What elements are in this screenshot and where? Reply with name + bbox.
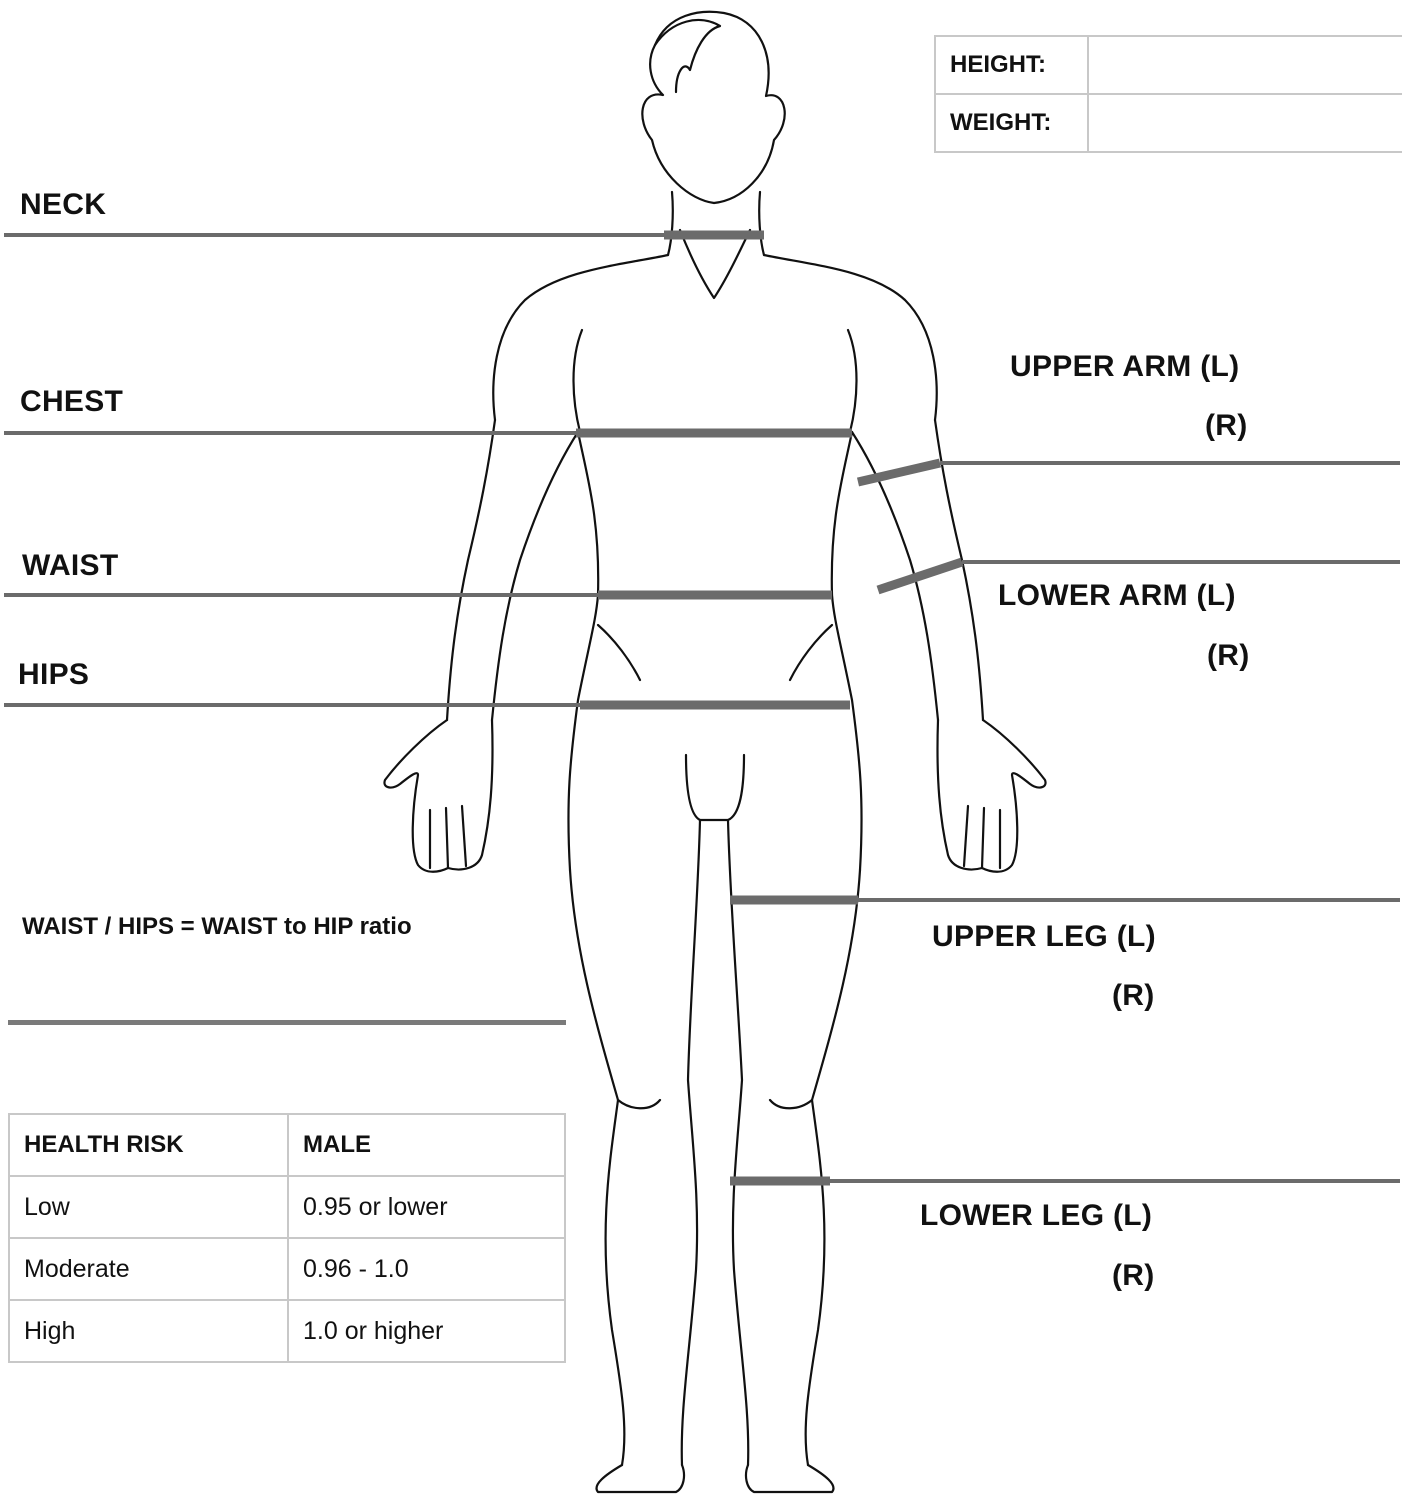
health-risk-table: HEALTH RISK MALE Low 0.95 or lower Moder… <box>8 1113 566 1363</box>
right-leg-outer <box>806 870 860 1465</box>
left-fingers <box>430 806 466 868</box>
height-row: HEIGHT: <box>935 36 1402 94</box>
left-arm-outer <box>447 420 495 720</box>
upper-leg-left-label: UPPER LEG (L) <box>932 922 1156 952</box>
left-leg-inner <box>682 820 700 1465</box>
hips-label: HIPS <box>18 660 89 690</box>
left-hand <box>384 720 492 872</box>
head-outline <box>642 12 784 203</box>
height-label: HEIGHT: <box>935 36 1088 94</box>
risk-level: Low <box>9 1176 288 1238</box>
chest-outline <box>574 330 857 432</box>
left-arm-inner <box>492 432 578 720</box>
ratio-answer-line[interactable] <box>8 1020 566 1025</box>
lower-arm-band <box>878 562 962 590</box>
height-field[interactable] <box>1088 36 1402 94</box>
risk-range: 1.0 or higher <box>288 1300 565 1362</box>
ratio-formula: WAIST / HIPS = WAIST to HIP ratio <box>22 913 412 941</box>
risk-header-row: HEALTH RISK MALE <box>9 1114 565 1176</box>
lower-arm-right-label: (R) <box>1207 641 1250 671</box>
risk-level: Moderate <box>9 1238 288 1300</box>
weight-row: WEIGHT: <box>935 94 1402 152</box>
risk-level: High <box>9 1300 288 1362</box>
right-hand <box>937 720 1045 872</box>
risk-range: 0.96 - 1.0 <box>288 1238 565 1300</box>
left-foot <box>597 1465 684 1492</box>
weight-field[interactable] <box>1088 94 1402 152</box>
chest-label: CHEST <box>20 387 123 417</box>
table-row: Low 0.95 or lower <box>9 1176 565 1238</box>
upper-arm-left-label: UPPER ARM (L) <box>1010 352 1239 382</box>
knee-lines <box>618 1100 812 1108</box>
right-leg-inner <box>728 820 748 1465</box>
upper-leg-right-label: (R) <box>1112 981 1155 1011</box>
upper-arm-right-label: (R) <box>1205 411 1248 441</box>
right-fingers <box>964 806 1000 868</box>
male-header: MALE <box>288 1114 565 1176</box>
lower-leg-left-label: LOWER LEG (L) <box>920 1201 1152 1231</box>
health-risk-header: HEALTH RISK <box>9 1114 288 1176</box>
left-shoulder <box>493 255 668 420</box>
abs-lines <box>598 625 832 680</box>
right-foot <box>746 1465 833 1492</box>
collar-v <box>680 230 750 298</box>
waist-label: WAIST <box>22 551 119 581</box>
risk-range: 0.95 or lower <box>288 1176 565 1238</box>
torso-right <box>832 432 862 870</box>
table-row: High 1.0 or higher <box>9 1300 565 1362</box>
lower-arm-left-label: LOWER ARM (L) <box>998 581 1236 611</box>
neck-outline <box>668 192 764 255</box>
height-weight-table: HEIGHT: WEIGHT: <box>934 35 1402 153</box>
weight-label: WEIGHT: <box>935 94 1088 152</box>
groin-outline <box>686 755 744 820</box>
left-leg-outer <box>570 870 624 1465</box>
table-row: Moderate 0.96 - 1.0 <box>9 1238 565 1300</box>
lower-leg-right-label: (R) <box>1112 1261 1155 1291</box>
torso-left <box>568 432 598 870</box>
neck-label: NECK <box>20 190 106 220</box>
